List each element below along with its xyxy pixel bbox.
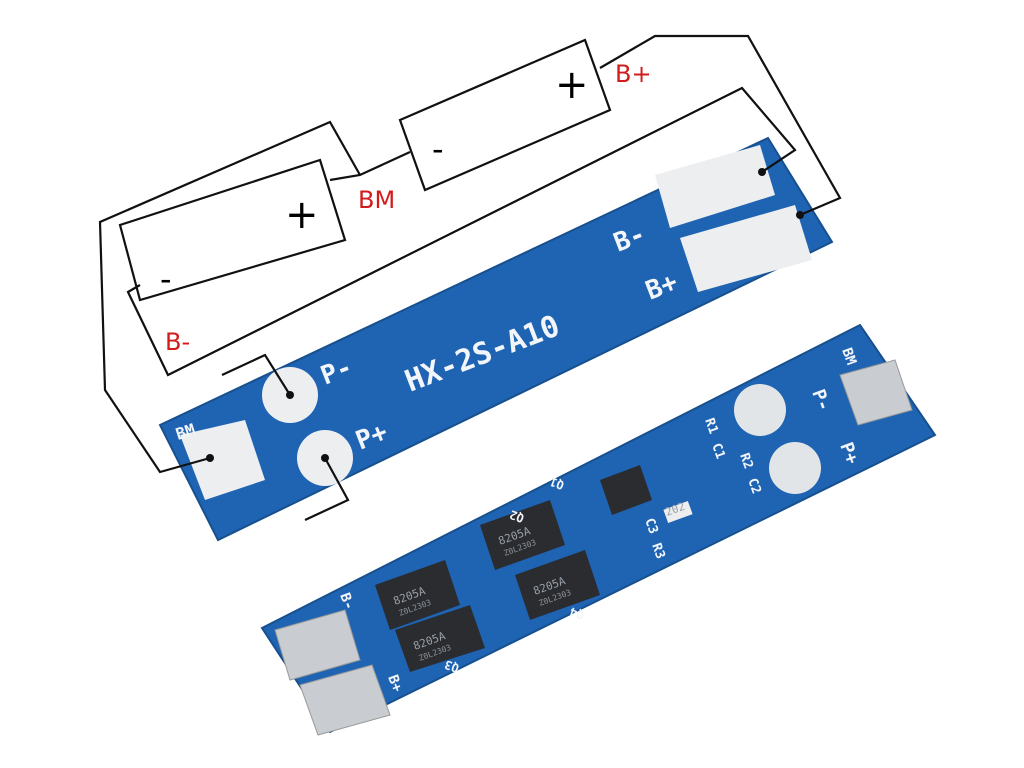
pad-b-plus-2: [299, 664, 391, 736]
silk-r2: R2: [736, 451, 755, 471]
mosfet-chips: 8205A 8205A 8205A 8205A Z0L2303 Z0L2303 …: [375, 465, 693, 672]
wire-p-plus: [304, 457, 350, 521]
pad-b-minus-2: [274, 609, 361, 681]
silk-c3: C3: [641, 516, 660, 536]
pad-b-plus: [680, 205, 812, 292]
silk-b-minus-2: B-: [336, 591, 357, 612]
wires: [98, 34, 842, 521]
silk-c2: C2: [744, 476, 763, 496]
wire-b-minus: [126, 86, 797, 377]
label-b-minus: B-: [165, 328, 190, 356]
ic-chip: [600, 465, 652, 515]
wire-bm-link: [329, 151, 411, 182]
silk-bm-2: BM: [838, 346, 859, 367]
silk-r3: R3: [648, 541, 667, 561]
silk-q4: Q4: [568, 604, 586, 622]
plus-sign: +: [555, 62, 589, 108]
silk-c1: C1: [708, 441, 728, 461]
label-b-plus: B+: [615, 60, 652, 88]
battery-top-cell: - +: [398, 38, 612, 192]
wire-bm: [98, 120, 361, 474]
pad-bm-2: [839, 359, 913, 426]
pad-p-plus-2: [769, 442, 821, 494]
battery-bottom-cell: - +: [118, 158, 347, 302]
wire-b-plus: [599, 34, 842, 217]
minus-sign: -: [160, 260, 172, 298]
resistor-label: 202: [664, 500, 687, 519]
pad-bm: [180, 420, 265, 500]
minus-sign: -: [432, 130, 444, 168]
silk-q3: Q3: [443, 657, 461, 675]
silk-r1: R1: [701, 416, 721, 436]
pcb-board-bottom: 8205A 8205A 8205A 8205A Z0L2303 Z0L2303 …: [260, 323, 937, 736]
wire-p-minus: [221, 353, 291, 396]
silk-b-plus-2: B+: [384, 673, 405, 694]
pad-b-minus: [655, 145, 775, 228]
silk-q2: Q2: [508, 507, 526, 525]
resistor: [663, 500, 693, 524]
pcb-board-top: HX-2S-A10 B- B+ P- P+ BM: [158, 136, 834, 542]
silk-q1: Q1: [548, 474, 566, 492]
pad-p-minus-2: [734, 384, 786, 436]
plus-sign: +: [285, 192, 319, 238]
label-bm: BM: [358, 186, 395, 214]
